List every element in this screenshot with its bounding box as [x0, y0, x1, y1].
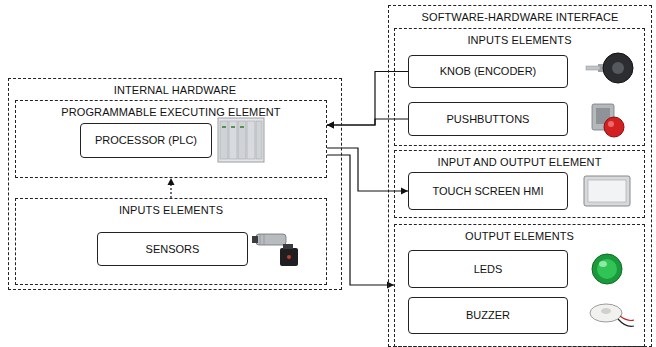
connector-line — [327, 155, 394, 285]
group-title: INTERNAL HARDWARE — [9, 79, 341, 97]
component-box: PUSHBUTTONS — [408, 102, 568, 136]
buzzer-picture — [590, 304, 634, 326]
group-box: INTERNAL HARDWARE PROGRAMMABLE EXECUTING … — [8, 78, 342, 290]
group-box: INPUTS ELEMENTS KNOB (ENCODER) PUSHBUTTONS — [394, 28, 645, 146]
group-title: PROGRAMMABLE EXECUTING ELEMENT — [16, 101, 326, 119]
group-title: OUTPUT ELEMENTS — [395, 225, 644, 243]
box-label: BUZZER — [466, 309, 510, 322]
group-title: INPUTS ELEMENTS — [16, 199, 326, 217]
connector-arrow — [327, 72, 408, 129]
connector-arrow — [327, 155, 394, 289]
group-title: INPUT AND OUTPUT ELEMENT — [395, 151, 644, 169]
sensor-picture — [252, 234, 298, 266]
connector-arrow — [168, 178, 175, 198]
component-box: PROCESSOR (PLC) — [80, 123, 212, 158]
group-box: INPUT AND OUTPUT ELEMENT TOUCH SCREEN HMI — [394, 150, 645, 218]
group-box: SOFTWARE-HARDWARE INTERFACE INPUTS ELEMEN… — [388, 5, 652, 347]
box-label: KNOB (ENCODER) — [440, 65, 537, 78]
encoder-picture — [586, 53, 633, 83]
box-label: LEDS — [474, 263, 503, 276]
component-box: TOUCH SCREEN HMI — [408, 172, 568, 210]
component-box: BUZZER — [408, 297, 568, 334]
component-box: KNOB (ENCODER) — [408, 55, 568, 88]
group-box: PROGRAMMABLE EXECUTING ELEMENT PROCESSOR … — [15, 100, 327, 178]
plc-picture — [218, 118, 264, 162]
component-box: LEDS — [408, 250, 568, 288]
group-box: INPUTS ELEMENTS SENSORS — [15, 198, 327, 285]
arrow-head — [168, 178, 175, 185]
group-title: INPUTS ELEMENTS — [395, 29, 644, 47]
connector-arrow — [327, 119, 408, 129]
hmi-picture — [584, 176, 630, 206]
arrow-head — [401, 188, 408, 195]
box-label: PROCESSOR (PLC) — [95, 134, 197, 147]
led-picture — [592, 254, 622, 284]
arrow-head — [327, 122, 334, 129]
box-label: SENSORS — [146, 243, 200, 256]
group-box: OUTPUT ELEMENTS LEDS BUZZER — [394, 224, 645, 347]
box-label: TOUCH SCREEN HMI — [432, 185, 543, 198]
connector-line — [327, 72, 408, 126]
pushbutton-picture — [592, 104, 624, 137]
box-label: PUSHBUTTONS — [447, 113, 530, 126]
connector-line — [327, 119, 408, 125]
arrow-head — [327, 122, 334, 129]
component-box: SENSORS — [97, 232, 248, 266]
group-title: SOFTWARE-HARDWARE INTERFACE — [389, 6, 651, 24]
